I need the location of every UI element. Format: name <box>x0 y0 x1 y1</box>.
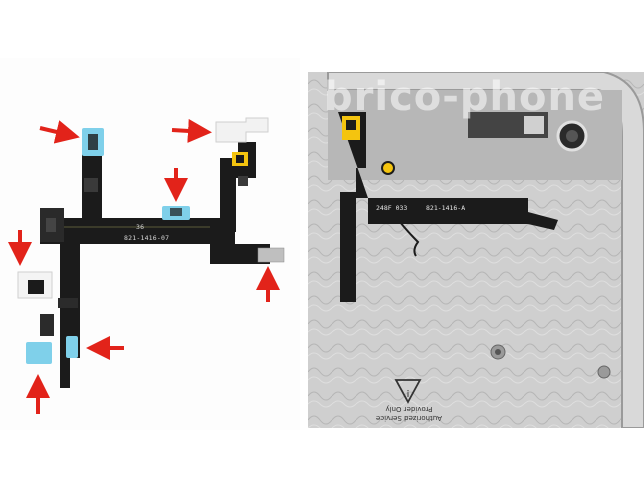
flex-cable-photo: 36 821-1416-07 <box>0 58 300 430</box>
warning-text-block: Authorized Service Provider Only <box>374 404 444 422</box>
warning-line-2: Provider Only <box>385 405 433 413</box>
warning-triangle-icon: ! <box>394 379 422 404</box>
flex-label-number: 36 <box>136 223 145 231</box>
flex-cable-lower-arm <box>210 244 270 264</box>
flex-cable-drawing <box>8 117 285 414</box>
warning-line-1: Authorized Service <box>375 414 443 422</box>
installed-flex-cable <box>338 112 558 302</box>
white-bracket-top <box>215 117 269 143</box>
antenna-cable <box>399 221 420 257</box>
flex-cable-left-leg <box>60 244 80 388</box>
watermark-text: brico-phone <box>324 74 606 120</box>
housing-drawing: ! <box>308 72 644 428</box>
installed-flex-label: 248F 033 <box>376 204 408 212</box>
housing-photo: ! brico-phone 248F 033 821-1416-A Author… <box>308 72 644 428</box>
blue-tape-bottom-right <box>66 336 78 358</box>
metal-plate-right <box>257 247 285 263</box>
red-arrow-icon <box>39 120 80 144</box>
flex-cable-gold-trace <box>60 226 210 228</box>
red-arrow-icon <box>171 118 212 143</box>
blue-tape-bottom-left <box>26 342 52 364</box>
flex-label-part: 821-1416-07 <box>124 234 170 242</box>
svg-text:!: ! <box>406 387 410 398</box>
installed-flex-part: 821-1416-A <box>426 204 466 212</box>
flex-cable-upper-leg <box>82 136 102 218</box>
